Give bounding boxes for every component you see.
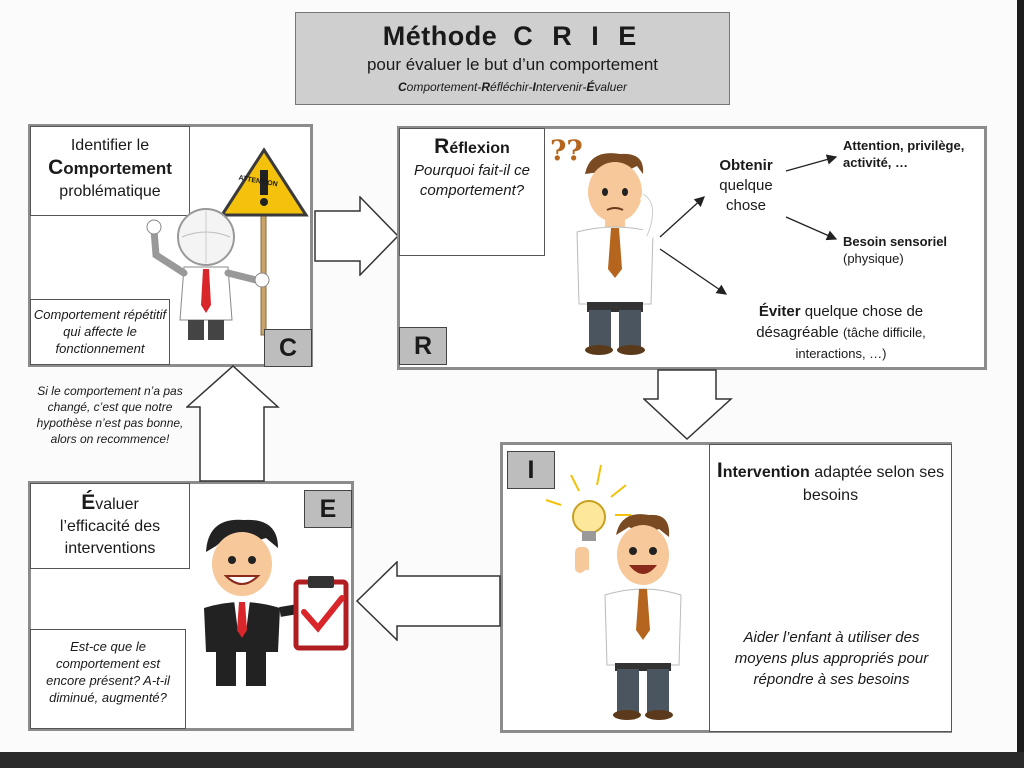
besoin-block: Besoin sensoriel (physique) xyxy=(843,233,983,267)
panel-evaluer: Évaluer l’efficacité des interventions E… xyxy=(28,481,354,731)
physique-label: (physique) xyxy=(843,251,904,266)
i-heading: Intervention adaptée selon ses besoins xyxy=(710,459,951,507)
acronym-r: R xyxy=(481,80,491,94)
tache-label: (tâche difficile, interactions, …) xyxy=(795,325,926,361)
c-title-box: Identifier le Comportement problématique xyxy=(30,126,190,216)
loop-note: Si le comportement n’a pas changé, c’est… xyxy=(36,384,184,446)
i-text-box: Intervention adaptée selon ses besoins A… xyxy=(709,444,952,732)
attention-label: Attention, privilège, activité, … xyxy=(843,138,965,170)
letter-e: E xyxy=(304,490,352,528)
screen-edge-bottom xyxy=(0,752,1024,768)
c-line1: Identifier le xyxy=(70,137,150,154)
acronym-i-rest: ntervenir- xyxy=(535,80,587,94)
title-subtitle: pour évaluer le but d’un comportement xyxy=(366,55,659,74)
c-line3: problématique xyxy=(59,183,161,200)
e-rest: valuer xyxy=(95,496,139,513)
reflexion-arrows xyxy=(659,154,838,295)
e-initial: É xyxy=(81,491,96,514)
r-initial: R xyxy=(434,135,450,158)
letter-r: R xyxy=(399,327,447,365)
title-box: Méthode C R I E pour évaluer le but d’un… xyxy=(295,12,730,105)
title-main: Méthode C R I E xyxy=(296,21,729,52)
eviter-rest: quelque chose de désagréable xyxy=(756,303,924,341)
i-aide: Aider l’enfant à utiliser des moyens plu… xyxy=(734,629,929,688)
arrow-i-to-e xyxy=(355,561,501,641)
besoin-label: Besoin sensoriel xyxy=(843,234,948,249)
e-question-box: Est-ce que le comportement est encore pr… xyxy=(30,629,186,729)
letter-i: I xyxy=(507,451,555,489)
acronym-e-rest: valuer xyxy=(594,80,628,94)
arrow-e-to-c xyxy=(186,365,280,482)
e-heading: Évaluer xyxy=(31,492,189,516)
title-acronym: Comportement-Réfléchir-Intervenir-Évalue… xyxy=(296,80,729,94)
e-title-box: Évaluer l’efficacité des interventions xyxy=(30,483,190,569)
obtenir-label: Obtenir xyxy=(719,157,773,174)
panel-intervention: I Intervention adaptée selon ses besoins… xyxy=(500,442,952,733)
r-title-box: Réflexion Pourquoi fait-il ce comporteme… xyxy=(399,128,545,256)
acronym-e: É xyxy=(586,80,595,94)
r-heading: Réflexion xyxy=(400,135,544,159)
thinking-man-illustration xyxy=(576,153,659,355)
evaluator-man-illustration xyxy=(204,519,349,686)
c-initial: C xyxy=(48,156,64,179)
c-note-box: Comportement répétitif qui affecte le fo… xyxy=(30,299,170,365)
attention-character-illustration xyxy=(146,147,309,340)
idea-man-illustration xyxy=(545,464,682,720)
letter-c: C xyxy=(264,329,312,367)
acronym-i: I xyxy=(532,80,536,94)
r-question: Pourquoi fait-il ce comportement? xyxy=(414,162,530,199)
question-marks: ?? xyxy=(550,134,583,167)
i-rest2: adaptée selon ses besoins xyxy=(802,464,945,504)
eviter-label: Éviter xyxy=(758,303,801,320)
acronym-r-rest: éfléchir- xyxy=(490,80,533,94)
screen-edge-right xyxy=(1017,0,1024,768)
arrow-r-to-i xyxy=(643,369,733,441)
c-line2: Comportement xyxy=(31,157,189,181)
panel-reflexion: Réflexion Pourquoi fait-il ce comporteme… xyxy=(397,126,987,370)
panel-comportement: Identifier le Comportement problématique… xyxy=(28,124,313,367)
eviter-block: Éviter quelque chose de désagréable (tâc… xyxy=(725,301,957,364)
title-word: Méthode xyxy=(382,21,498,51)
acronym-c: C xyxy=(397,80,407,94)
i-rest: ntervention xyxy=(722,464,810,481)
e-line2: l’efficacité des interventions xyxy=(59,518,161,557)
arrow-c-to-r xyxy=(314,196,400,276)
title-crie: C R I E xyxy=(513,21,643,51)
r-rest: éflexion xyxy=(449,140,510,157)
c-rest: omportement xyxy=(63,159,172,178)
obtenir-block: Obtenir quelque chose xyxy=(700,156,792,216)
acronym-c-rest: omportement- xyxy=(406,80,482,94)
i-initial: I xyxy=(716,459,723,482)
obtenir-rest: quelque chose xyxy=(719,177,773,214)
